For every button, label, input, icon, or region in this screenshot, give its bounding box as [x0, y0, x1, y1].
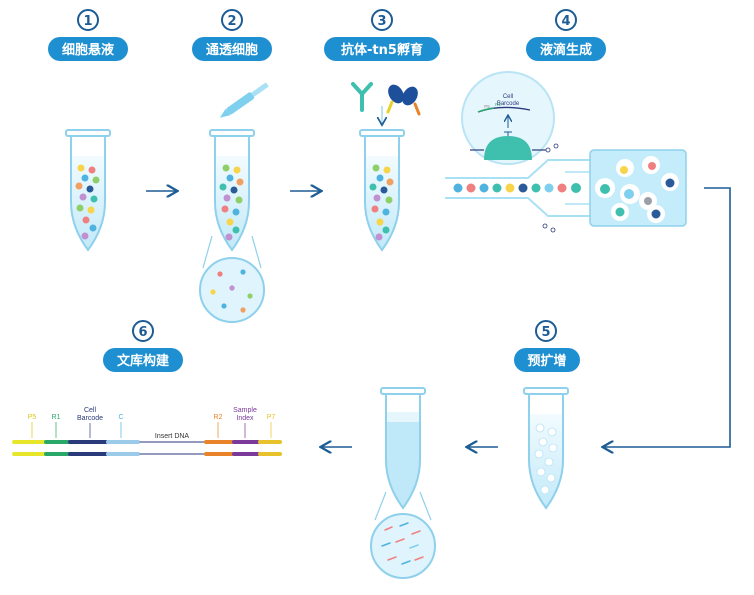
- step-1-header: 1 细胞悬液: [48, 9, 128, 61]
- step-2-header: 2 通透细胞: [192, 9, 272, 61]
- label-insert-dna: Insert DNA: [155, 433, 190, 440]
- antibody-icon: [351, 82, 373, 112]
- bead-stream: [453, 182, 582, 194]
- step-3-header: 3 抗体-tn5孵育: [324, 9, 440, 61]
- label-c: C: [118, 414, 123, 421]
- magnifier-lens-dna: [370, 491, 436, 579]
- label-r2: R2: [214, 414, 223, 421]
- step-5-header: 5 预扩增: [514, 320, 580, 372]
- droplet-chamber: [589, 149, 687, 227]
- step-6-label: 文库构建: [117, 353, 169, 369]
- step-3-pill: [324, 37, 440, 61]
- label-p7: P7: [267, 414, 276, 421]
- library-labels: P5 R1 Cell Barcode C Insert DNA R2 Sampl…: [28, 407, 276, 440]
- tube-3: [359, 129, 405, 252]
- label-sample-index-2: Index: [236, 415, 254, 422]
- magnifier-lens-2: [199, 235, 265, 323]
- step-2-number: 2: [227, 14, 236, 29]
- step-6-pill: [103, 348, 183, 372]
- step-1-pill: [48, 37, 128, 61]
- step-3-label: 抗体-tn5孵育: [341, 42, 423, 58]
- labeled-cells: [369, 164, 394, 241]
- step-1-label: 细胞悬液: [62, 42, 114, 58]
- step-3-number: 3: [377, 14, 386, 29]
- bubble-barcode-label: Barcode: [497, 101, 520, 107]
- barcode-bead-bubble: Cell Barcode P5 R1: [461, 71, 555, 165]
- bubble-p5-label: P5: [484, 104, 490, 109]
- step-4-label: 液滴生成: [540, 42, 592, 58]
- tn5-icon: [386, 84, 421, 116]
- step-6-number: 6: [138, 325, 147, 340]
- step-1-number: 1: [83, 14, 92, 29]
- permeabilized-cells: [219, 164, 244, 241]
- step-5-label: 预扩增: [527, 353, 566, 369]
- microfluidic-channel: [445, 143, 590, 233]
- label-cell-barcode-2: Barcode: [77, 415, 103, 422]
- tube-2: [209, 129, 255, 252]
- bubble-r1-label: R1: [495, 102, 501, 107]
- label-cell-barcode-1: Cell: [84, 407, 97, 414]
- label-sample-index-1: Sample: [233, 407, 257, 414]
- step-5-pill: [514, 348, 580, 372]
- step-2-pill: [192, 37, 272, 61]
- pipette-icon: [219, 82, 269, 118]
- step-4-number: 4: [561, 14, 570, 29]
- step-4-header: 4 液滴生成: [526, 9, 606, 61]
- bubble-cell-label: Cell: [503, 94, 513, 100]
- label-p5: P5: [28, 414, 37, 421]
- amplified-droplets: [534, 423, 558, 495]
- step-5-number: 5: [541, 325, 550, 340]
- connector-arrow: [604, 187, 731, 447]
- tube-5: [523, 387, 569, 510]
- step-6-header: 6 文库构建: [103, 320, 183, 372]
- tube-1: [65, 129, 111, 252]
- step-2-label: 通透细胞: [206, 42, 258, 58]
- cell-dots: [75, 164, 100, 240]
- tube-cleanup: [380, 387, 426, 510]
- label-r1: R1: [52, 414, 61, 421]
- step-4-pill: [526, 37, 606, 61]
